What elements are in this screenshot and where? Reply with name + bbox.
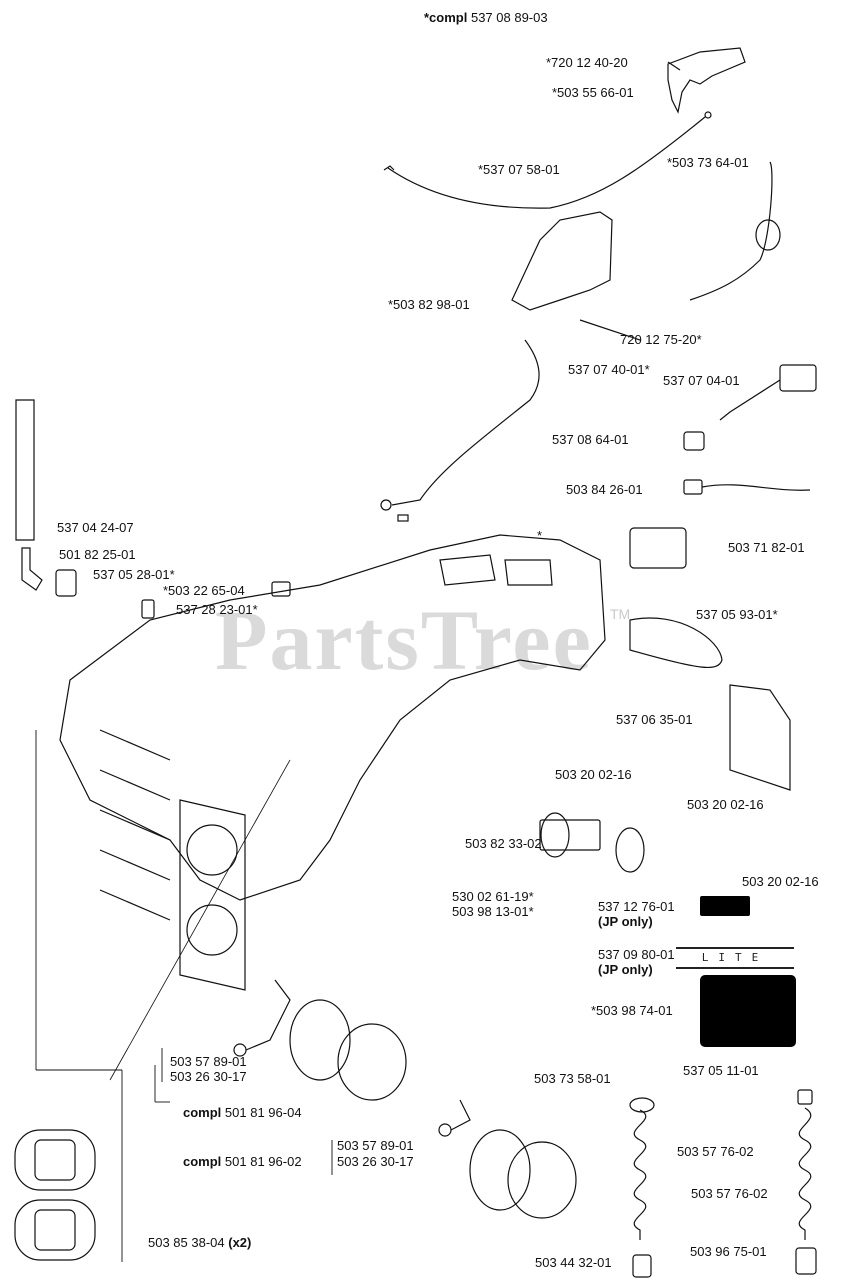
part-label[interactable]: 530 02 61-19* — [452, 889, 534, 904]
part-label-housing[interactable]: * — [537, 528, 543, 543]
stop-switch-part — [719, 364, 817, 421]
throttle-cable-part — [383, 111, 712, 209]
black-decal-part — [700, 896, 750, 916]
part-label[interactable]: 503 98 13-01* — [452, 904, 534, 919]
stud-part — [141, 599, 155, 619]
lite-decal-part: LITE — [676, 947, 794, 969]
part-label[interactable]: 720 12 75-20* — [620, 332, 702, 347]
grommet-2-part — [629, 1097, 655, 1113]
fuel-line-spring-2-part — [798, 1107, 812, 1240]
jp-only-note: (JP only) — [598, 914, 653, 929]
part-label[interactable]: 503 96 75-01 — [690, 1244, 767, 1259]
part-label[interactable]: 537 07 40-01* — [568, 362, 650, 377]
fuel-line-spring-1-part — [633, 1109, 647, 1240]
part-label[interactable]: *503 82 98-01 — [388, 297, 470, 312]
fuel-cap-2-part — [438, 1099, 577, 1219]
part-label[interactable]: *720 12 40-20 — [546, 55, 628, 70]
part-label[interactable]: 503 44 32-01 — [535, 1255, 612, 1270]
fuel-filter-part — [632, 1254, 652, 1278]
spring-wire-part — [689, 161, 773, 301]
fitting-part — [797, 1089, 813, 1105]
part-label[interactable]: 503 73 58-01 — [534, 1071, 611, 1086]
crankcase-housing-part — [59, 534, 606, 991]
part-label[interactable]: 503 20 02-16 — [555, 767, 632, 782]
assembly-label[interactable]: compl 501 81 96-04 — [183, 1105, 302, 1120]
part-label[interactable]: 503 20 02-16 — [687, 797, 764, 812]
part-label[interactable]: *537 07 58-01 — [478, 162, 560, 177]
part-label[interactable]: 537 08 64-01 — [552, 432, 629, 447]
part-label[interactable]: 503 71 82-01 — [728, 540, 805, 555]
spring-loop-part — [755, 219, 781, 251]
part-label[interactable]: 537 05 28-01* — [93, 567, 175, 582]
part-label[interactable]: 503 57 76-02 — [677, 1144, 754, 1159]
part-label[interactable]: 537 05 11-01 — [683, 1063, 759, 1078]
part-label[interactable]: 537 28 23-01* — [176, 602, 258, 617]
part-label[interactable]: 503 57 89-01 — [337, 1138, 414, 1153]
part-label[interactable]: 537 05 93-01* — [696, 607, 778, 622]
part-label[interactable]: 503 82 33-02 — [465, 836, 542, 851]
fuel-fitting-part — [55, 569, 77, 597]
grommet-part — [683, 431, 705, 451]
watermark-tm: TM — [610, 606, 631, 622]
assembly-title: *compl 537 08 89-03 — [424, 10, 548, 25]
assembly-label[interactable]: compl 501 81 96-02 — [183, 1154, 302, 1169]
part-label[interactable]: 503 26 30-17 — [337, 1154, 414, 1169]
part-label[interactable]: 503 84 26-01 — [566, 482, 643, 497]
part-label[interactable]: 537 12 76-01 — [598, 899, 675, 914]
part-label[interactable]: 537 04 24-07 — [57, 520, 134, 535]
side-cover-part — [729, 684, 791, 791]
part-label[interactable]: 537 06 35-01 — [616, 712, 693, 727]
part-label[interactable]: 501 82 25-01 — [59, 547, 136, 562]
leader-lines — [35, 730, 333, 1262]
choke-knob-part — [629, 527, 687, 569]
throttle-lockout-part — [511, 211, 641, 341]
part-label[interactable]: 503 57 89-01 — [170, 1054, 247, 1069]
part-label[interactable]: *503 22 65-04 — [163, 583, 245, 598]
nut-part — [271, 581, 291, 597]
watermark: PartsTree — [215, 592, 593, 688]
throttle-trigger-part — [667, 47, 746, 114]
part-label[interactable]: 503 57 76-02 — [691, 1186, 768, 1201]
av-damper-parts — [14, 1129, 96, 1261]
part-label[interactable]: 503 20 02-16 — [742, 874, 819, 889]
part-label[interactable]: *503 55 66-01 — [552, 85, 634, 100]
part-label[interactable]: *503 98 74-01 — [591, 1003, 673, 1018]
jp-only-note: (JP only) — [598, 962, 653, 977]
part-label[interactable]: 537 07 04-01 — [663, 373, 740, 388]
fuel-hose-part — [15, 399, 35, 541]
part-label[interactable]: 503 26 30-17 — [170, 1069, 247, 1084]
part-label[interactable]: *503 73 64-01 — [667, 155, 749, 170]
elbow-fitting-part — [21, 547, 43, 591]
fuel-filter-2-part — [795, 1247, 817, 1275]
anti-vibration-assembly-part — [109, 759, 645, 1081]
handle-cover-part — [629, 617, 723, 668]
warning-decal-part — [700, 975, 796, 1047]
part-label[interactable]: 537 09 80-01 — [598, 947, 675, 962]
part-label[interactable]: 503 85 38-04 (x2) — [148, 1235, 252, 1250]
switch-lead-part — [683, 479, 811, 495]
fuel-cap-1-part — [233, 979, 407, 1101]
wiring-harness-part — [380, 339, 540, 522]
